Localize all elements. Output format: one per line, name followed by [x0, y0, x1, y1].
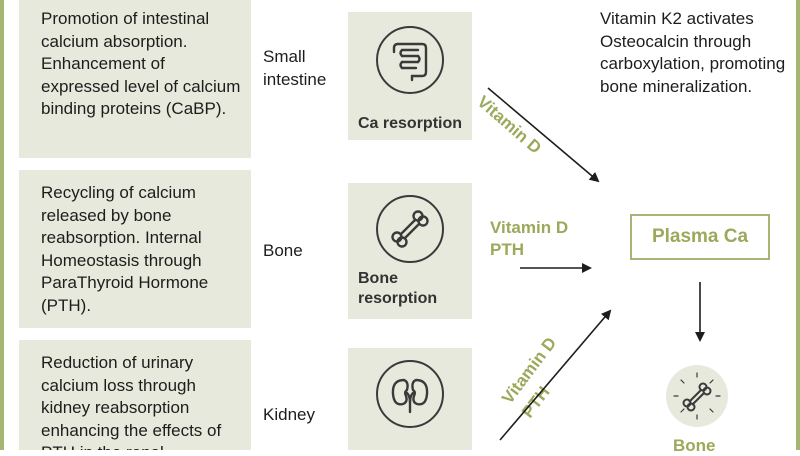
organ-label-small-intestine: Small intestine [263, 47, 327, 89]
vitamin-k2-note: Vitamin K2 activates Osteocalcin through… [600, 9, 786, 96]
bone-tile: Bone resorption [348, 183, 472, 319]
pth-label-bone: PTH [490, 240, 524, 259]
kidney-icon [376, 360, 444, 428]
arrow-intestine-to-plasma [487, 87, 600, 183]
frame-border-right [796, 0, 800, 450]
organ-label-kidney: Kidney [263, 405, 315, 424]
vitamin-d-label-bone: Vitamin D [490, 218, 569, 237]
bone-icon [376, 195, 444, 263]
ca-resorption-caption: Ca resorption [358, 115, 463, 132]
frame-border-left [0, 0, 4, 450]
plasma-ca-box: Plasma Ca [630, 214, 770, 260]
intestine-tile: Ca resorption [348, 12, 472, 140]
intestine-icon [376, 26, 444, 94]
arrow-kidney-to-plasma [499, 309, 612, 441]
kidney-description: Reduction of urinary calcium loss throug… [19, 340, 251, 450]
organ-label-bone: Bone [263, 241, 303, 260]
bone-resorption-caption: Bone resorption [358, 270, 438, 307]
kidney-tile [348, 348, 472, 450]
bone-description: Recycling of calcium released by bone re… [19, 170, 251, 328]
bone-sparkle-icon [666, 365, 728, 427]
intestine-description: Promotion of intestinal calcium absorpti… [19, 0, 251, 158]
